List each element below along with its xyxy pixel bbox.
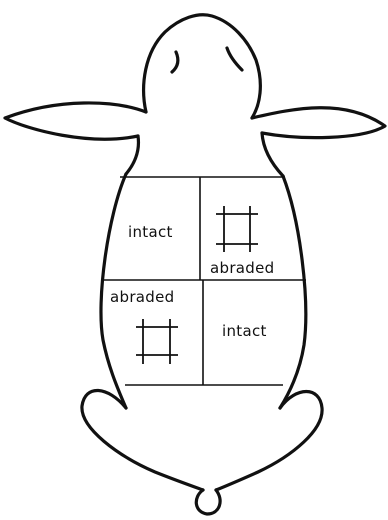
region-label-lower-left: abraded [110,288,174,306]
tail [196,490,220,514]
right-ear [252,108,385,138]
abrasion-mark-lower-left [136,319,178,364]
test-site-grid [103,177,306,385]
right-hind-leg [216,392,322,491]
abrasion-mark-upper-right [216,206,258,252]
body-right-side [280,176,306,408]
left-eye [172,52,178,72]
region-label-lower-right: intact [222,322,267,340]
region-label-upper-right: abraded [210,259,274,277]
rabbit-head [144,15,261,118]
neck-left [126,136,139,174]
left-ear [5,103,146,139]
region-label-upper-left: intact [128,223,173,241]
right-eye [227,48,242,70]
left-hind-leg [82,390,203,490]
neck-right [262,133,283,176]
